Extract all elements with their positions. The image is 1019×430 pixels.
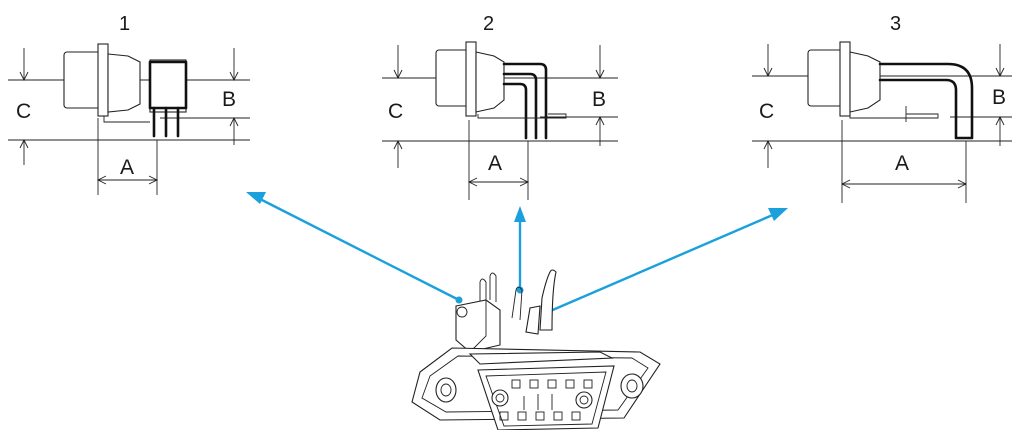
arrow-head-1-icon [246, 192, 266, 204]
arrow-to-variant-1 [257, 196, 460, 302]
variant-3-dim-a: A [895, 152, 909, 175]
variant-3-dim-c: C [759, 100, 774, 123]
arrow-to-variant-3 [547, 212, 776, 314]
variant-1-dim-c: C [16, 100, 31, 123]
arrow-head-2-icon [514, 206, 526, 222]
variant-1-dim-a: A [120, 156, 134, 179]
variant-3-drawing: 3 C B A [752, 13, 1012, 203]
variant-2-dim-b: B [592, 88, 606, 111]
arrow-head-3-icon [768, 208, 788, 221]
variant-1-drawing: 1 C B A [8, 13, 250, 195]
variant-3-dim-b: B [992, 86, 1006, 109]
d-sub-connector-illustration [411, 269, 661, 430]
variant-2-dim-a: A [488, 152, 502, 175]
variant-2-dim-c: C [388, 100, 403, 123]
pointer-arrows [246, 192, 788, 316]
variant-2-drawing: 2 C B A [382, 13, 618, 200]
variant-3-number: 3 [890, 13, 901, 35]
variant-2-number: 2 [483, 13, 494, 35]
variant-1-dim-b: B [222, 88, 236, 111]
variant-1-number: 1 [119, 13, 130, 35]
